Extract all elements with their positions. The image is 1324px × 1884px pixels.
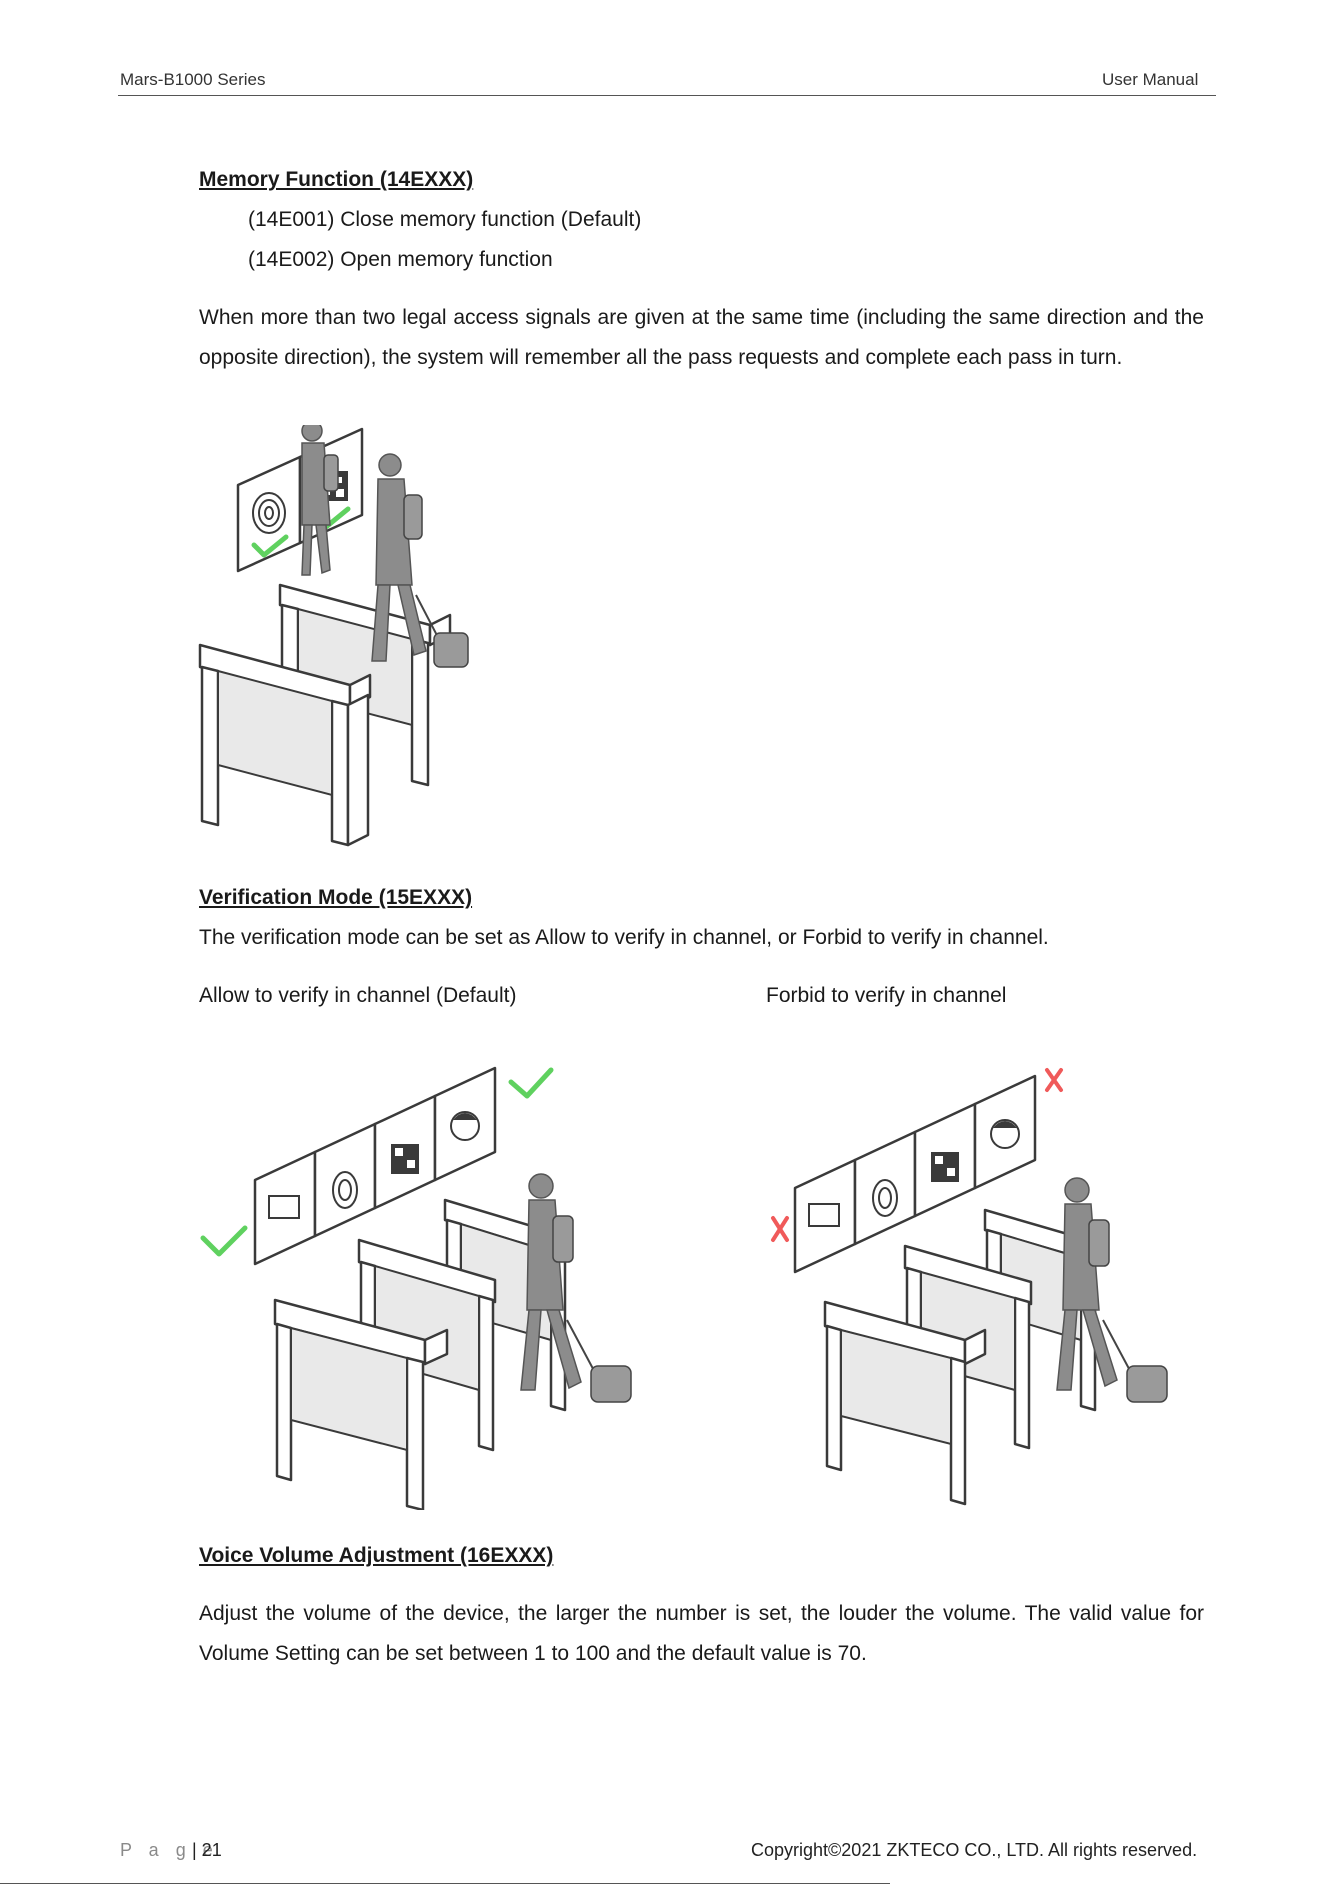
person-icon (520, 1173, 632, 1403)
volume-paragraph: Adjust the volume of the device, the lar… (199, 1602, 1204, 1665)
person-icon (371, 453, 469, 668)
check-icon (508, 1067, 554, 1099)
copyright: Copyright©2021 ZKTECO CO., LTD. All righ… (751, 1840, 1198, 1860)
suitcase-icon (590, 1365, 632, 1403)
volume-heading: Voice Volume Adjustment (16EXXX) (199, 1544, 554, 1567)
person-icon (1056, 1177, 1168, 1403)
memory-option-1: (14E001) Close memory function (Default) (248, 208, 642, 231)
face-icon (990, 1119, 1020, 1149)
card-panel (253, 1150, 317, 1266)
suitcase-icon (1126, 1365, 1168, 1403)
cross-icon (771, 1216, 789, 1242)
allow-label: Allow to verify in channel (Default) (199, 984, 517, 1007)
fingerprint-icon (872, 1179, 898, 1217)
card-icon (268, 1195, 300, 1219)
cross-icon (1045, 1068, 1063, 1092)
person-icon (301, 425, 339, 576)
check-icon (251, 534, 289, 558)
face-panel (433, 1066, 497, 1182)
memory-illustration (198, 425, 469, 847)
header-series: Mars-B1000 Series (120, 70, 266, 89)
suitcase-icon (433, 632, 469, 668)
card-panel (793, 1158, 857, 1274)
face-panel (973, 1074, 1037, 1190)
memory-option-2: (14E002) Open memory function (248, 248, 553, 271)
card-icon (808, 1203, 840, 1227)
page-number: | 21 (192, 1840, 222, 1860)
header-manual: User Manual (1102, 70, 1199, 89)
fingerprint-icon (332, 1171, 358, 1209)
page-label: P a g e (120, 1840, 219, 1860)
check-icon (200, 1225, 248, 1257)
memory-heading: Memory Function (14EXXX) (199, 168, 474, 191)
forbid-label: Forbid to verify in channel (766, 984, 1007, 1007)
memory-paragraph: When more than two legal access signals … (199, 306, 1204, 369)
fingerprint-icon (252, 492, 286, 534)
allow-illustration (200, 1066, 632, 1510)
verification-paragraph: The verification mode can be set as Allo… (199, 926, 1049, 949)
header-rule (118, 95, 1216, 96)
verification-heading: Verification Mode (15EXXX) (199, 886, 473, 909)
face-icon (450, 1111, 480, 1141)
forbid-illustration (771, 1068, 1168, 1506)
